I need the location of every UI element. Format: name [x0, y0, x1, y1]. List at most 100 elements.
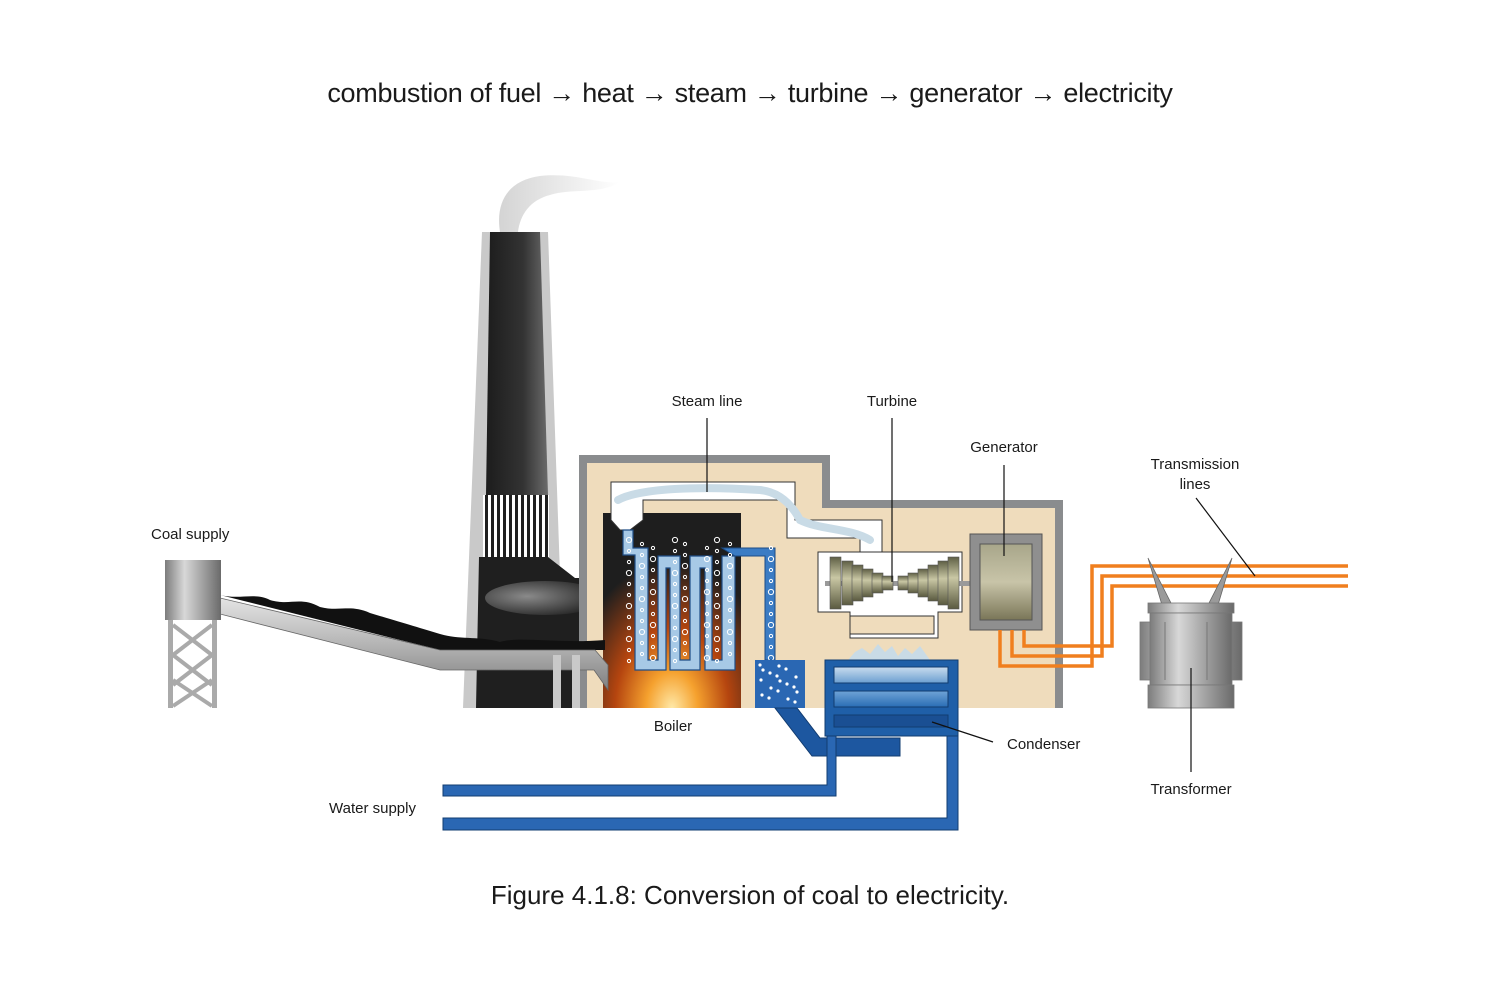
steam-bubble — [672, 581, 678, 587]
grill-bar — [533, 495, 536, 557]
steam-bubble — [671, 536, 679, 544]
water-dot — [792, 685, 796, 689]
steam-bubble — [625, 536, 633, 544]
steam-bubble — [638, 595, 646, 603]
steam-bubble — [727, 552, 733, 558]
steam-bubble — [727, 574, 733, 580]
steam-bubble — [768, 578, 774, 584]
label-transmission-lines: lines — [1180, 476, 1211, 493]
water-dot — [777, 664, 781, 668]
steam-bubble — [726, 595, 734, 603]
turbine-stage — [917, 568, 930, 598]
generator — [969, 533, 1043, 631]
turbine-stage — [897, 575, 910, 591]
leader-lines — [706, 418, 1256, 772]
steam-bubble — [767, 588, 775, 596]
water-dot — [776, 689, 780, 693]
steam-bubble — [767, 621, 775, 629]
turbine-stage — [829, 556, 842, 610]
steam-bubble — [704, 633, 710, 639]
steam-bubble — [726, 628, 734, 636]
label-boiler: Boiler — [654, 718, 692, 735]
steam-bubble — [727, 585, 733, 591]
arrow-right-icon: → — [1029, 78, 1057, 108]
steam-bubble — [726, 562, 734, 570]
steam-bubble — [625, 602, 633, 610]
label-transmission-lines: Transmission — [1151, 456, 1240, 473]
grill-bar — [503, 495, 506, 557]
water-supply-pipes — [442, 735, 959, 831]
steam-bubble — [703, 621, 711, 629]
water-dot — [758, 663, 762, 667]
steam-bubble — [639, 651, 645, 657]
steam-bubble — [714, 559, 720, 565]
steam-bubble — [768, 567, 774, 573]
boiler-tubes — [622, 529, 776, 671]
label-steam-line: Steam line — [672, 393, 743, 410]
coal-burner-flame — [485, 581, 605, 615]
steam-bubble — [650, 600, 656, 606]
turbine-stage — [851, 564, 864, 602]
steam-bubble — [703, 588, 711, 596]
steam-bubble — [672, 592, 678, 598]
coal-conveyor — [219, 595, 609, 692]
water-dot — [769, 686, 773, 690]
steam-bubble — [704, 600, 710, 606]
arrow-right-icon: → — [640, 78, 668, 108]
steam-bubble — [626, 559, 632, 565]
power-lines — [998, 564, 1348, 668]
steam-bubble — [767, 555, 775, 563]
water-dot — [793, 700, 797, 704]
steam-bubble — [703, 654, 711, 662]
steam-bubble — [650, 644, 656, 650]
steam-bubble — [768, 644, 774, 650]
steam-bubble — [768, 633, 774, 639]
steam-bubble — [682, 640, 688, 646]
steam-bubble — [681, 628, 689, 636]
steam-bubble — [625, 569, 633, 577]
steam-bubble — [681, 595, 689, 603]
flow-step: electricity — [1063, 78, 1173, 108]
steam-bubble — [672, 559, 678, 565]
grill-bar — [521, 495, 524, 557]
water-dot — [785, 682, 789, 686]
steam-bubble — [626, 647, 632, 653]
steam-bubble — [639, 607, 645, 613]
steam-bubble — [704, 567, 710, 573]
flow-step: steam — [674, 78, 747, 108]
turbine-stage — [861, 568, 874, 598]
process-flow-heading: combustion of fuel → heat → steam → turb… — [0, 78, 1500, 109]
label-turbine: Turbine — [867, 393, 917, 410]
grill-bar — [515, 495, 518, 557]
steam-bubble — [650, 633, 656, 639]
steam-bubble — [681, 562, 689, 570]
steam-bubble — [672, 647, 678, 653]
steam-bubble — [639, 574, 645, 580]
water-dot — [760, 693, 764, 697]
grill-bar — [527, 495, 530, 557]
turbine-rotor — [829, 556, 960, 610]
steam-bubble — [704, 545, 710, 551]
steam-bubble — [727, 651, 733, 657]
steam-bubble — [672, 614, 678, 620]
turbine-stage — [841, 560, 854, 606]
steam-bubble — [626, 592, 632, 598]
grill-bar — [545, 495, 548, 557]
smoke — [499, 175, 620, 232]
grill-bar — [539, 495, 542, 557]
steam-bubble — [713, 569, 721, 577]
steam-bubble — [703, 555, 711, 563]
chimney — [486, 232, 548, 495]
steam-bubble — [768, 611, 774, 617]
steam-bubble — [671, 569, 679, 577]
water-dot — [768, 671, 772, 675]
flow-step: heat — [582, 78, 634, 108]
turbine-stage — [927, 564, 940, 602]
support-leg — [553, 655, 561, 708]
steam-bubble — [768, 545, 774, 551]
steam-bubble — [682, 618, 688, 624]
steam-bubble — [713, 536, 721, 544]
steam-bubble — [639, 585, 645, 591]
steam-bubble — [626, 548, 632, 554]
